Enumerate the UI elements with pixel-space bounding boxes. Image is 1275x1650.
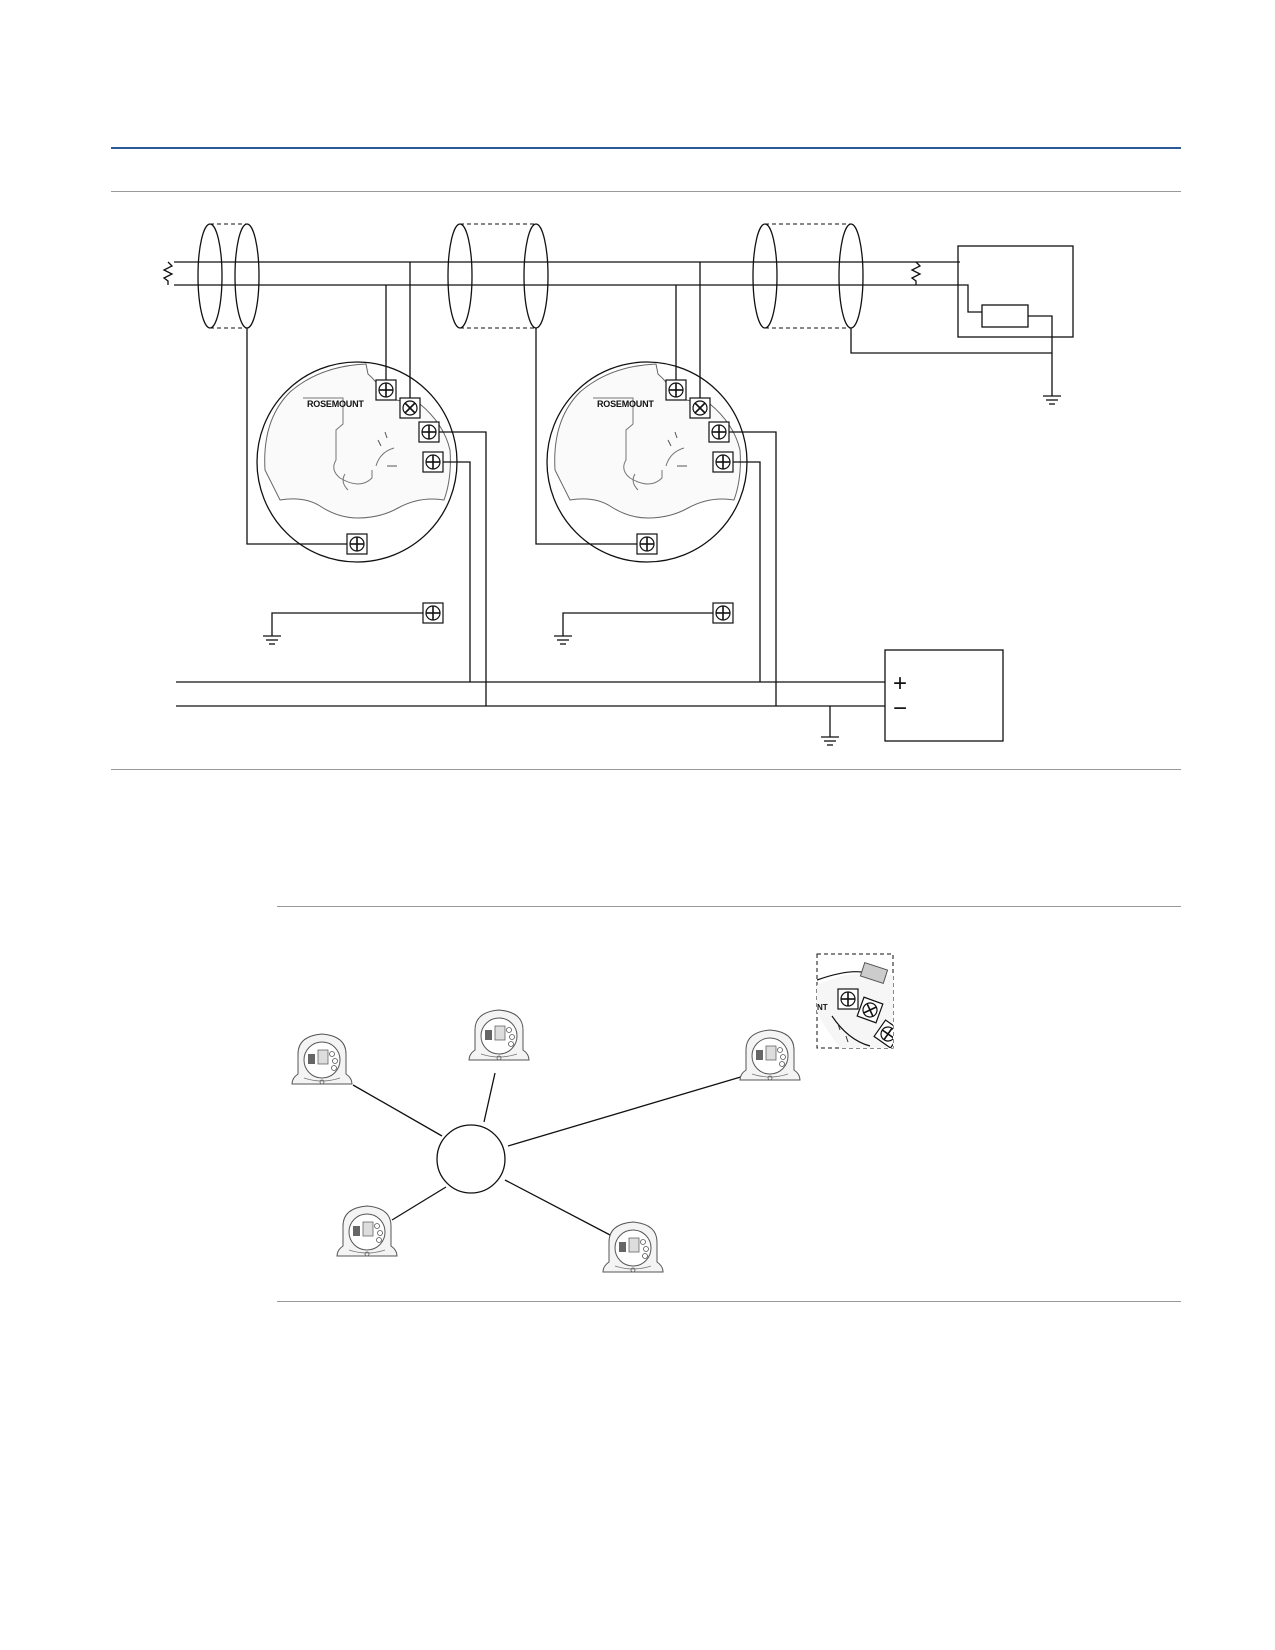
transmitter-2-terminal-a: [708, 421, 730, 443]
power-supply-minus: −: [893, 695, 907, 722]
transmitter-1-terminal-signal: [399, 397, 421, 419]
transmitter-2-brand: ROSEMOUNT: [597, 399, 654, 409]
star-transmitter-2: [468, 1009, 530, 1061]
star-transmitter-4: [336, 1205, 398, 1257]
case-ground-2-icon: [553, 635, 573, 645]
power-supply-plus: +: [893, 670, 907, 697]
transmitter-2: ROSEMOUNT: [535, 262, 777, 706]
transmitter-1: ROSEMOUNT: [246, 262, 487, 706]
cable-shield-3: [752, 223, 864, 329]
host-resistor: [981, 304, 1029, 328]
transmitter-1-ground-terminal: [346, 533, 368, 555]
case-ground-2: [553, 602, 734, 645]
figure2-top-divider: [277, 906, 1181, 907]
transmitter-1-terminal-plus: [375, 379, 397, 401]
terminator-right: [910, 261, 922, 285]
figure-bottom-divider: [111, 769, 1181, 770]
transmitter-1-brand: ROSEMOUNT: [307, 399, 364, 409]
star-transmitter-1: [291, 1033, 353, 1085]
host-ground-icon: [1042, 395, 1062, 405]
power-ground-icon: [820, 736, 840, 746]
case-ground-1-icon: [262, 635, 282, 645]
transmitter-2-terminal-signal: [689, 397, 711, 419]
transmitter-1-terminal-b: [422, 451, 444, 473]
power-supply: + −: [884, 649, 1004, 742]
transmitter-1-terminal-a: [418, 421, 440, 443]
junction-box: [436, 1124, 506, 1194]
figure2-bottom-divider: [277, 1301, 1181, 1302]
segment-bus: [162, 261, 960, 286]
transmitter-2-terminal-b: [712, 451, 734, 473]
figure-top-divider: [111, 191, 1181, 192]
top-accent-rule: [111, 147, 1181, 149]
power-bus: [176, 681, 885, 746]
terminal-detail-inset: NT: [816, 953, 894, 1049]
star-transmitter-5: [602, 1221, 664, 1273]
case-ground-1: [262, 602, 444, 645]
terminator-left: [162, 261, 174, 285]
star-topology: [291, 1009, 801, 1273]
cable-shield-2: [447, 223, 549, 329]
transmitter-2-terminal-plus: [665, 379, 687, 401]
cable-shield-1: [197, 223, 260, 329]
host-device: [850, 245, 1074, 405]
transmitter-2-ground-terminal: [636, 533, 658, 555]
inset-brand-fragment: NT: [817, 1003, 828, 1012]
star-transmitter-3: [739, 1029, 801, 1081]
